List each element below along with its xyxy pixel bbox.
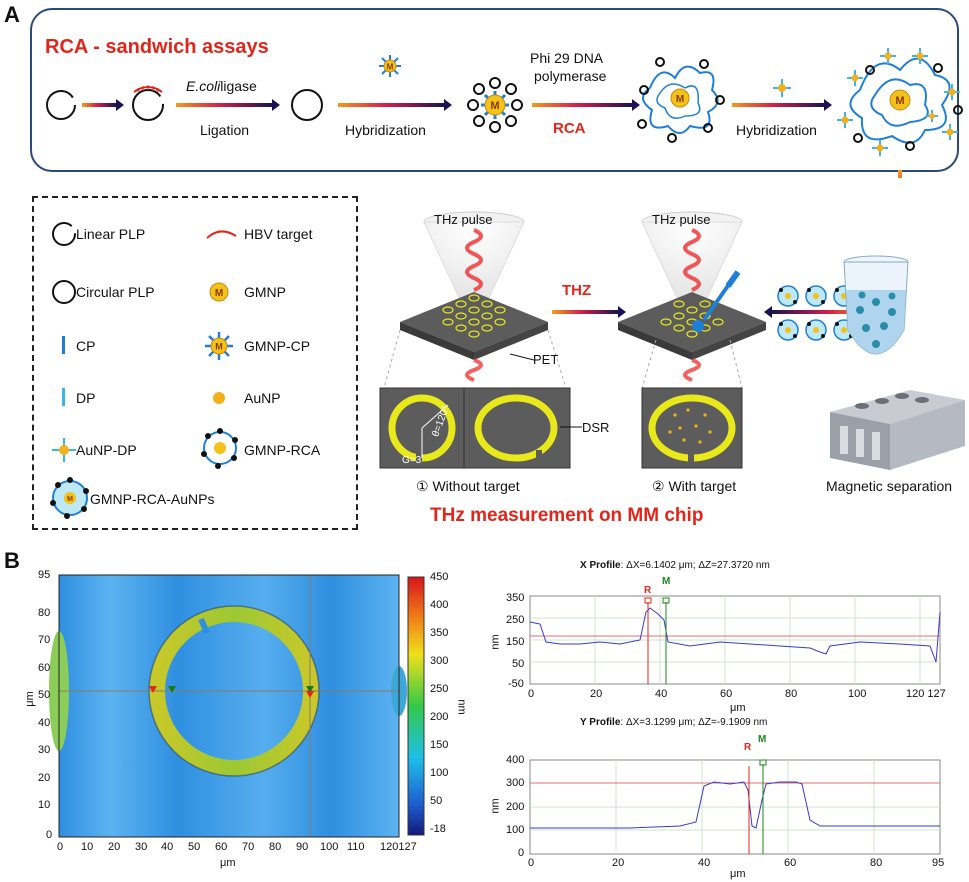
x-profile-title: X Profile: ΔX=6.1402 μm; ΔZ=27.3720 nm (580, 560, 770, 571)
legend-cp: CP (76, 338, 96, 354)
circular-plp-icon (291, 89, 323, 121)
rca-label: RCA (553, 120, 586, 137)
thz-arrow-label: THZ (562, 282, 592, 299)
afm-axes: 95 80 70 60 50 40 30 20 10 0 μm 0 10 20 … (23, 569, 468, 869)
legend-dp: DP (76, 390, 96, 406)
svg-text:M: M (67, 496, 73, 503)
without-target-label: ① Without target (416, 478, 520, 494)
y-profile-chart (529, 759, 941, 855)
rca-assay-box (30, 8, 959, 172)
gmnp-rca-aunps-icon: M (837, 48, 963, 156)
legend-icons: M M M (50, 222, 238, 519)
y-profile-title: Y Profile: ΔX=3.1299 μm; ΔZ=-9.1909 nm (580, 717, 768, 728)
svg-text:M: M (490, 100, 499, 112)
legend-hbv-target: HBV target (244, 226, 313, 242)
svg-text:M: M (387, 63, 394, 72)
linear-plp-legend-icon (52, 222, 76, 246)
polymerase-label-2: polymerase (534, 68, 607, 84)
x-profile-ylabel: nm (489, 634, 502, 650)
legend-box (32, 196, 358, 530)
rca-pathway-diagram: M M M M (46, 48, 963, 178)
chip-without-target (379, 211, 571, 469)
legend-aunp: AuNP (244, 390, 281, 406)
hybridization-label-2: Hybridization (736, 122, 817, 138)
plp-with-target-icon (132, 89, 164, 121)
gap-label: G=3 (402, 455, 422, 466)
colorbar (407, 576, 425, 836)
chip-with-target (618, 211, 766, 469)
aunp-dp-icon (773, 79, 791, 97)
legend-gmnp: GMNP (244, 284, 286, 300)
map-ylabel: μm (23, 691, 36, 707)
thz-measurement-title: THz measurement on MM chip (430, 505, 704, 526)
gmnp-cp-legend-icon: M (205, 332, 233, 360)
y-marker-r: R (744, 742, 752, 753)
legend-linear-plp: Linear PLP (76, 226, 146, 242)
polymerase-label-1: Phi 29 DNA (530, 50, 604, 66)
svg-text:M: M (215, 288, 223, 299)
legend-aunp-dp: AuNP-DP (76, 442, 137, 458)
gmnp-rca-icon: M (637, 57, 725, 143)
y-profile-ylabel: nm (489, 798, 502, 814)
thz-measurement-diagram (379, 211, 965, 470)
hbv-target-legend-icon (206, 230, 237, 239)
linear-plp-icon (46, 90, 76, 120)
thz-pulse-label-1: THz pulse (434, 212, 493, 227)
svg-text:M: M (215, 342, 223, 352)
gmnp-cp-icon: M (379, 55, 401, 77)
map-xlabel: μm (220, 857, 236, 869)
panel-a-letter: A (4, 2, 20, 27)
thz-pulse-label-2: THz pulse (652, 212, 711, 227)
rca-title: RCA - sandwich assays (45, 36, 269, 58)
dp-legend-icon (62, 388, 65, 406)
x-marker-m: M (662, 576, 671, 587)
gmnp-rca-legend-icon (201, 428, 238, 469)
test-tube (843, 255, 909, 355)
ligase-label: E.coliligase (186, 78, 257, 94)
cp-legend-icon (62, 336, 65, 354)
legend-gmnp-rca: GMNP-RCA (244, 442, 321, 458)
aunp-dp-legend-icon (52, 438, 76, 462)
x-profile-chart (529, 595, 941, 685)
circular-plp-legend-icon (52, 280, 76, 304)
legend-gmnp-cp: GMNP-CP (244, 338, 311, 354)
with-target-label: ② With target (652, 478, 737, 494)
legend-gmnp-rca-aunps: GMNP-RCA-AuNPs (90, 491, 215, 507)
svg-text:M: M (676, 94, 684, 105)
magnetic-rack (830, 390, 965, 470)
x-marker-r: R (644, 585, 652, 596)
svg-text:M: M (895, 95, 904, 107)
dsr-label: DSR (582, 420, 610, 435)
gmnp-legend-icon: M (209, 282, 229, 302)
afm-height-map (49, 574, 425, 838)
x-profile-xlabel: μm (730, 702, 746, 714)
y-profile-xlabel: μm (730, 868, 746, 880)
y-marker-m: M (758, 734, 767, 745)
gmnp-circles-icon: M (467, 77, 523, 133)
colorbar-unit: nm (455, 699, 468, 715)
panel-b-letter: B (4, 548, 20, 573)
ligation-label: Ligation (200, 122, 250, 138)
gradient-arrow (82, 103, 116, 107)
magnetic-separation-label: Magnetic separation (826, 478, 953, 494)
aunp-legend-icon (213, 392, 225, 404)
pet-label: PET (533, 352, 559, 367)
legend-circular-plp: Circular PLP (76, 284, 155, 300)
gmnp-rca-aunps-legend-icon: M (50, 477, 89, 519)
hybridization-label-1: Hybridization (345, 122, 426, 138)
